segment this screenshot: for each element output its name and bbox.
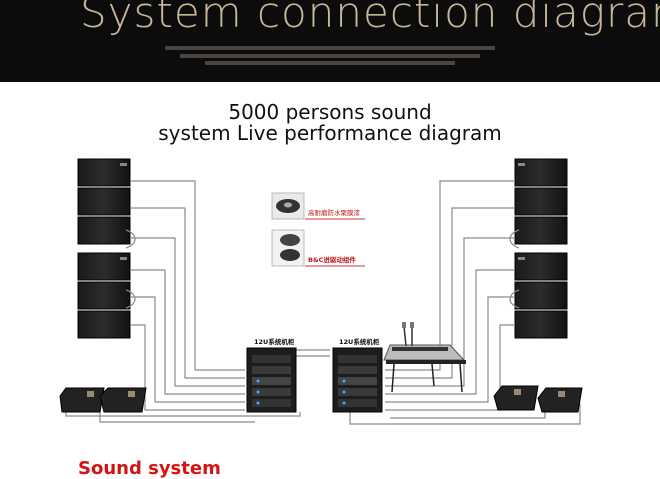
banner-title: System connection diagram	[80, 0, 660, 37]
mixing-console	[383, 322, 466, 393]
driver-thumbnail	[271, 192, 305, 220]
right-stage-monitors	[493, 385, 583, 413]
bc-driver-thumbnail	[271, 218, 365, 267]
section-heading: Sound system	[78, 458, 221, 479]
left-cables	[65, 180, 301, 423]
header-banner: System connection diagram	[0, 0, 660, 82]
rack-right	[332, 347, 383, 413]
left-stage-monitors	[59, 387, 147, 413]
driver-label: 高耐磨防水聚膜漆	[308, 208, 361, 217]
system-diagram: 高耐磨防水聚膜漆 B&C进驱动组件 12U系统机柜 12U系统机柜	[59, 158, 583, 425]
rack-left-label: 12U系统机柜	[254, 337, 295, 346]
left-line-array	[77, 158, 131, 339]
banner-fine-print	[165, 46, 495, 50]
rack-left	[246, 347, 297, 413]
banner-fine-print	[205, 61, 455, 65]
diagram-title-line2: system Live performance diagram	[158, 121, 502, 145]
banner-fine-print	[180, 54, 480, 58]
rack-right-label: 12U系统机柜	[339, 337, 380, 346]
diagram-title-line1: 5000 persons sound	[228, 100, 432, 124]
bc-driver-label: B&C进驱动组件	[308, 255, 356, 264]
right-line-array	[514, 158, 568, 339]
